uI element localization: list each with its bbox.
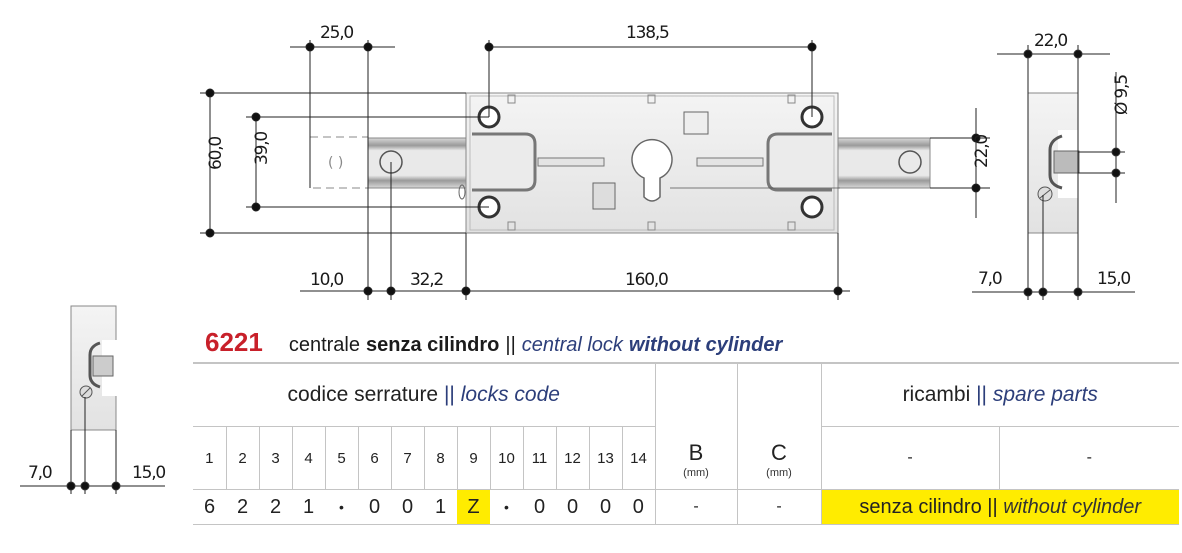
product-title: 6221 centrale senza cilindro || central … — [205, 327, 782, 361]
spare-parts-value: senza cilindro || without cylinder — [820, 489, 1179, 525]
separator: || — [505, 334, 516, 356]
svg-text:( ): ( ) — [328, 155, 343, 171]
right-bolt — [829, 137, 931, 189]
col-c-header: C (mm) — [736, 362, 822, 490]
c-value: - — [736, 489, 822, 525]
b-value: - — [654, 489, 738, 525]
col-b-header: B (mm) — [654, 362, 738, 490]
spare-part-1: - — [820, 426, 1000, 490]
code-char: 1 — [292, 489, 325, 525]
desc-it-1: centrale — [288, 334, 360, 356]
code-char: 0 — [391, 489, 424, 525]
position-number: 7 — [390, 426, 425, 490]
spare-part-2: - — [998, 426, 1179, 490]
left-bolt — [367, 137, 469, 189]
position-number: 5 — [324, 426, 359, 490]
dim-15-right: 15,0 — [1097, 269, 1130, 289]
dim-138-5: 138,5 — [626, 23, 669, 43]
dim-diameter: Ø 9,5 — [1112, 75, 1132, 115]
position-number: 6 — [357, 426, 392, 490]
code-char: 2 — [259, 489, 292, 525]
position-number: 4 — [291, 426, 326, 490]
cylinder-keyhole — [631, 138, 673, 202]
code-char: • — [325, 489, 358, 525]
code-char-highlighted: Z — [457, 489, 490, 525]
dim-22-depth: 22,0 — [1034, 31, 1067, 51]
mount-hole — [800, 195, 824, 219]
code-char: 0 — [523, 489, 556, 525]
position-number: 11 — [522, 426, 557, 490]
side-view-right — [972, 45, 1135, 300]
desc-en-2: without cylinder — [628, 334, 783, 356]
bolt-hole-right — [898, 150, 922, 174]
spare-parts-header: ricambi || spare parts — [820, 362, 1179, 427]
position-number: 13 — [588, 426, 623, 490]
locks-code-table: codice serrature || locks code B (mm) C … — [193, 362, 1179, 525]
dim-39: 39,0 — [252, 132, 272, 165]
dim-25: 25,0 — [320, 23, 353, 43]
code-char: 0 — [556, 489, 589, 525]
dim-7-left: 7,0 — [28, 463, 52, 483]
product-code: 6221 — [205, 327, 263, 357]
position-number: 9 — [456, 426, 491, 490]
dim-22-bolt: 22,0 — [972, 135, 992, 168]
desc-en-1: central lock — [521, 334, 623, 356]
dim-15-left: 15,0 — [132, 463, 165, 483]
code-char: 2 — [226, 489, 259, 525]
position-number: 14 — [621, 426, 656, 490]
dim-60: 60,0 — [206, 137, 226, 170]
position-number: 8 — [423, 426, 458, 490]
dim-10: 10,0 — [310, 270, 343, 290]
code-char: 0 — [622, 489, 655, 525]
front-view: ( ) — [309, 92, 931, 234]
side-view-left — [20, 305, 165, 494]
desc-it-2: senza cilindro — [366, 334, 500, 356]
locks-code-header: codice serrature || locks code — [193, 362, 656, 427]
position-number: 1 — [193, 426, 227, 490]
code-char: • — [490, 489, 523, 525]
dim-32-2: 32,2 — [410, 270, 443, 290]
position-number: 12 — [555, 426, 590, 490]
dim-160: 160,0 — [625, 270, 668, 290]
dimension-lines — [200, 40, 990, 300]
code-char: 0 — [358, 489, 391, 525]
position-number: 2 — [225, 426, 260, 490]
dim-7-right: 7,0 — [978, 269, 1002, 289]
code-char: 0 — [589, 489, 622, 525]
code-char: 1 — [424, 489, 457, 525]
code-char: 6 — [193, 489, 226, 525]
position-number: 10 — [489, 426, 524, 490]
position-number: 3 — [258, 426, 293, 490]
